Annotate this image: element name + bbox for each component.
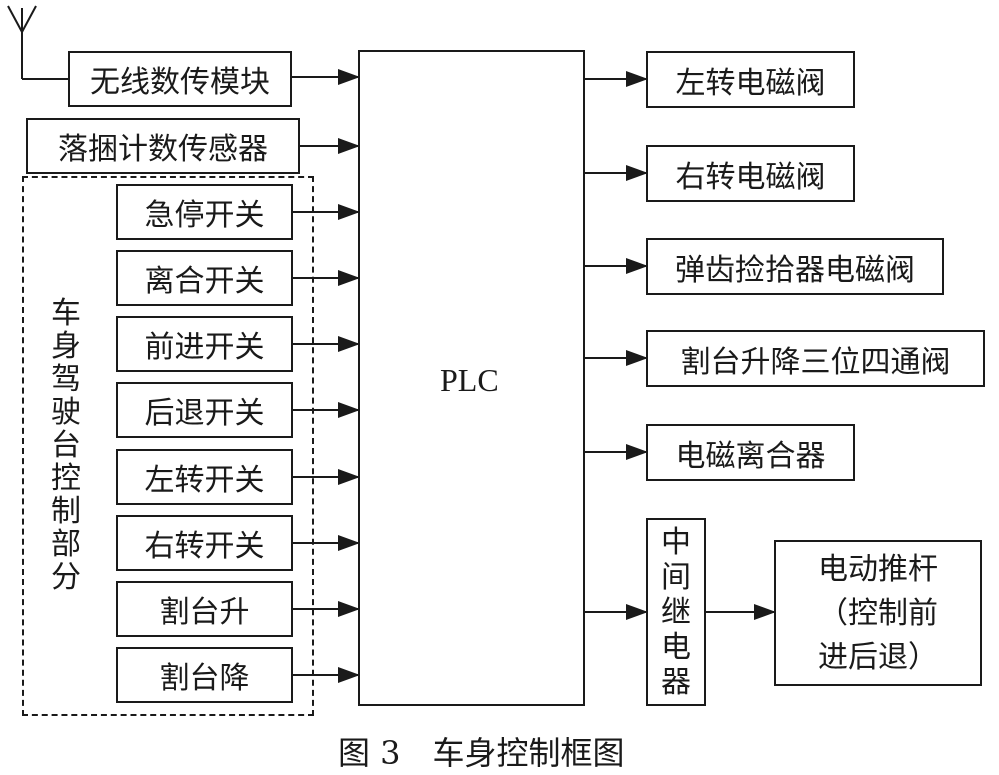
group-label-char-3: 驾 xyxy=(51,362,81,397)
relay-box xyxy=(646,518,706,706)
switch-box: 前进开关 xyxy=(116,316,293,372)
group-label-char-2: 身 xyxy=(51,329,81,364)
group-label-char-4: 驶 xyxy=(51,395,81,430)
output-label: 右转电磁阀 xyxy=(675,159,826,195)
group-label-char-8: 部 xyxy=(51,527,81,562)
relay-label-char-2: 间 xyxy=(661,560,691,595)
wireless-module-label: 无线数传模块 xyxy=(90,65,270,100)
output-box: 右转电磁阀 xyxy=(646,145,855,202)
group-label-char-7: 制 xyxy=(51,494,81,529)
group-label-char-5: 台 xyxy=(51,428,81,463)
output-box: 割台升降三位四通阀 xyxy=(646,330,985,387)
output-label: 弹齿捡拾器电磁阀 xyxy=(675,252,915,288)
push-rod-line-2: （控制前 xyxy=(818,596,938,631)
switch-box: 急停开关 xyxy=(116,184,293,240)
switch-box: 右转开关 xyxy=(116,515,293,571)
switch-box: 离合开关 xyxy=(116,250,293,306)
output-label: 割台升降三位四通阀 xyxy=(680,344,951,380)
plc-label: PLC xyxy=(440,362,499,398)
plc-block xyxy=(358,50,585,706)
relay-label-char-4: 电 xyxy=(661,630,691,665)
push-rod-box: 电动推杆 （控制前 进后退） xyxy=(774,540,982,686)
group-label-char-1: 车 xyxy=(51,296,81,331)
switch-label: 后退开关 xyxy=(144,396,265,431)
switch-box: 割台降 xyxy=(116,647,293,703)
figure-caption: 图 3 车身控制框图 xyxy=(338,734,625,772)
bale-sensor-label: 落捆计数传感器 xyxy=(58,132,268,167)
switch-label: 割台升 xyxy=(159,595,250,630)
output-label: 左转电磁阀 xyxy=(675,65,826,101)
cab-control-group xyxy=(22,176,314,716)
output-box: 弹齿捡拾器电磁阀 xyxy=(646,238,944,295)
switch-label: 右转开关 xyxy=(144,529,265,564)
switch-label: 前进开关 xyxy=(144,330,265,365)
output-box: 电磁离合器 xyxy=(646,424,855,481)
output-box: 左转电磁阀 xyxy=(646,51,855,108)
switch-label: 左转开关 xyxy=(144,463,265,498)
relay-label-char-3: 继 xyxy=(661,595,691,630)
switch-label: 割台降 xyxy=(159,661,250,696)
switch-box: 割台升 xyxy=(116,581,293,637)
group-label-char-9: 分 xyxy=(51,560,81,595)
group-label-char-6: 控 xyxy=(51,461,81,496)
push-rod-line-1: 电动推杆 xyxy=(818,552,938,587)
bale-sensor-box: 落捆计数传感器 xyxy=(26,118,300,174)
relay-label: 中 间 继 电 器 xyxy=(646,525,706,700)
switch-box: 后退开关 xyxy=(116,382,293,438)
relay-label-char-1: 中 xyxy=(661,525,691,560)
relay-label-char-5: 器 xyxy=(661,665,691,700)
push-rod-line-3: 进后退） xyxy=(818,640,938,675)
wireless-module-box: 无线数传模块 xyxy=(68,51,292,107)
switch-label: 急停开关 xyxy=(144,198,265,233)
switch-label: 离合开关 xyxy=(144,264,265,299)
cab-control-group-label: 车 身 驾 驶 台 控 制 部 分 xyxy=(38,297,94,594)
antenna-icon xyxy=(7,5,68,80)
switch-box: 左转开关 xyxy=(116,449,293,505)
output-label: 电磁离合器 xyxy=(675,438,826,474)
